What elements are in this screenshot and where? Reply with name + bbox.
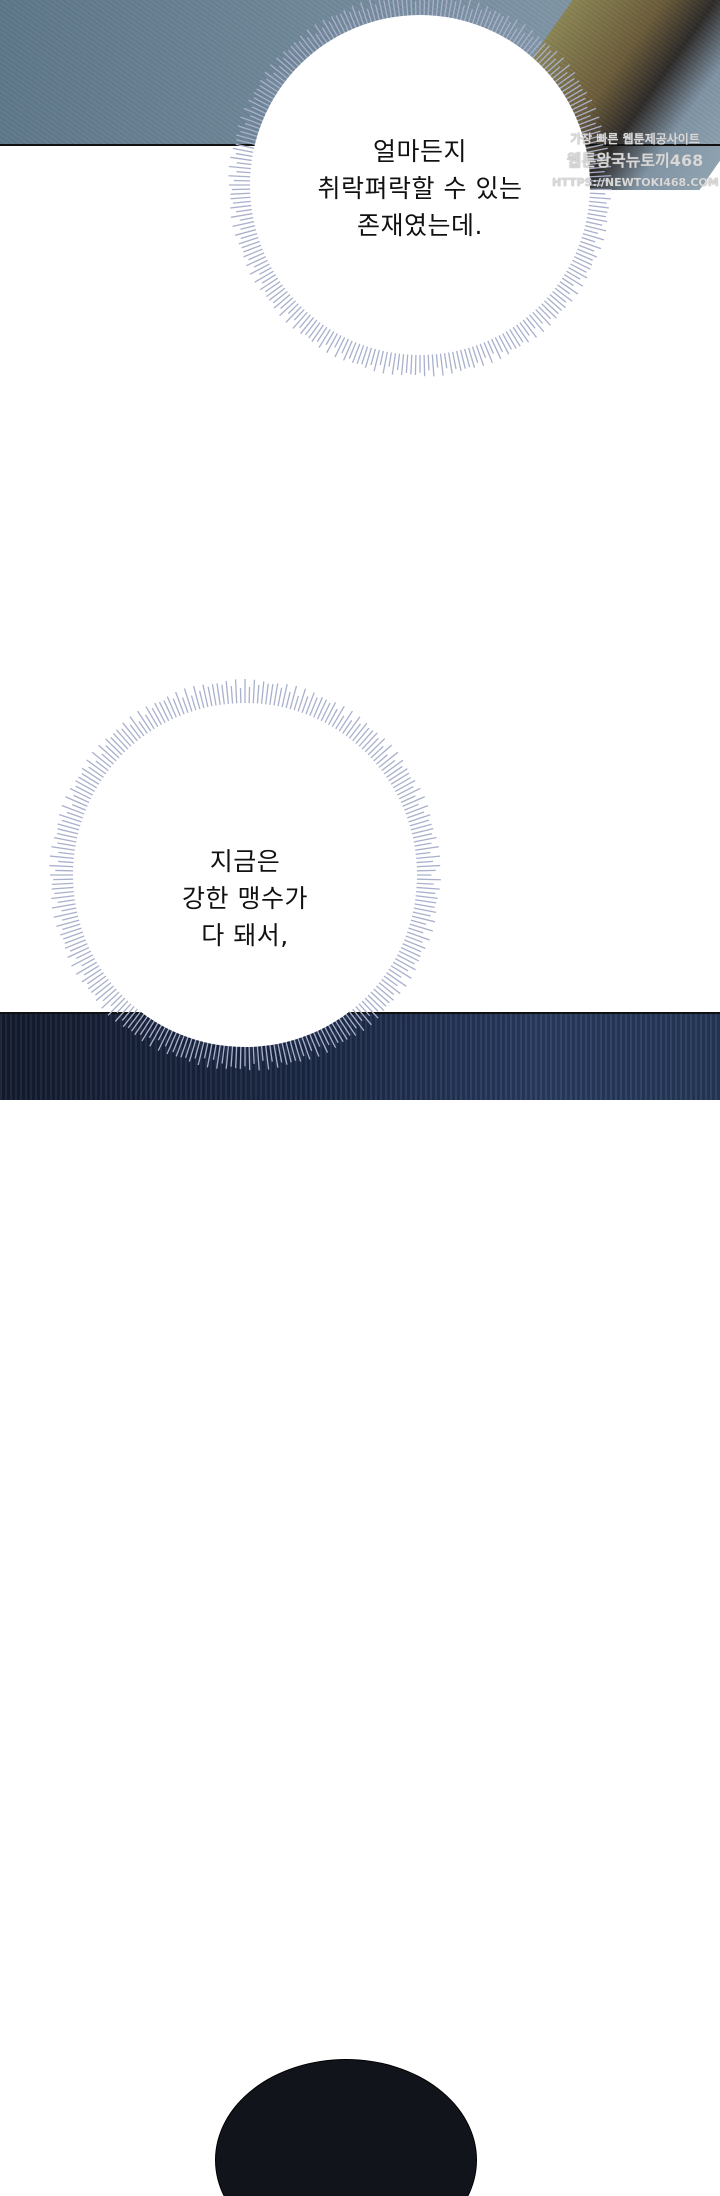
dark-figure-silhouette bbox=[215, 2059, 477, 2196]
bubble-2-line: 강한 맹수가 bbox=[105, 880, 385, 917]
bubble-1-line: 존재였는데. bbox=[260, 207, 580, 244]
bubble-2-text: 지금은 강한 맹수가 다 돼서, bbox=[105, 843, 385, 954]
bubble-1-line: 취락펴락할 수 있는 bbox=[260, 170, 580, 207]
bubble-2-line: 지금은 bbox=[105, 843, 385, 880]
bubble-2-line: 다 돼서, bbox=[105, 917, 385, 954]
watermark: 가장 빠른 웹툰제공사이트 웹툰왕국뉴토끼468 HTTPS://NEWTOKI… bbox=[552, 128, 718, 194]
watermark-line: 가장 빠른 웹툰제공사이트 bbox=[552, 128, 718, 150]
watermark-line: HTTPS://NEWTOKI468.COM bbox=[552, 172, 718, 194]
watermark-line: 웹툰왕국뉴토끼468 bbox=[552, 150, 718, 172]
bubble-1-line: 얼마든지 bbox=[260, 133, 580, 170]
bubble-1-text: 얼마든지 취락펴락할 수 있는 존재였는데. bbox=[260, 133, 580, 244]
